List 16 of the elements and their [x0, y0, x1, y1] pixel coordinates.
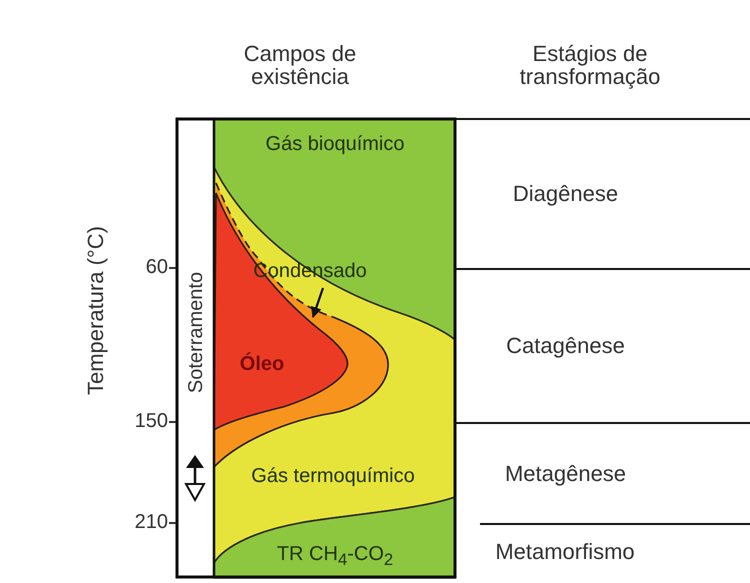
condensate-label: Condensado	[253, 260, 367, 282]
burial-label: Soterramento	[186, 272, 207, 394]
arrow	[311, 288, 324, 318]
tick-label: 210	[134, 512, 168, 533]
stage-name: Metagênese	[504, 460, 626, 486]
tick-label: 60	[144, 257, 168, 278]
tick-label: 150	[134, 411, 168, 432]
stage-name: Catagênese	[506, 333, 625, 359]
region-label: Gás termoquímico	[250, 466, 416, 487]
region-label: TR CH$_{4}$-CO$_{2}$	[276, 544, 394, 568]
stage-name: Metamorfismo	[495, 538, 635, 564]
column-heading: Estágios de transformação	[518, 42, 662, 88]
region-label: Gás bioquímico	[264, 134, 406, 155]
column-heading: Campos de existência	[242, 42, 358, 88]
stage-name: Diagênese	[512, 181, 618, 207]
axis-title: Temperatura (°C)	[83, 226, 107, 396]
